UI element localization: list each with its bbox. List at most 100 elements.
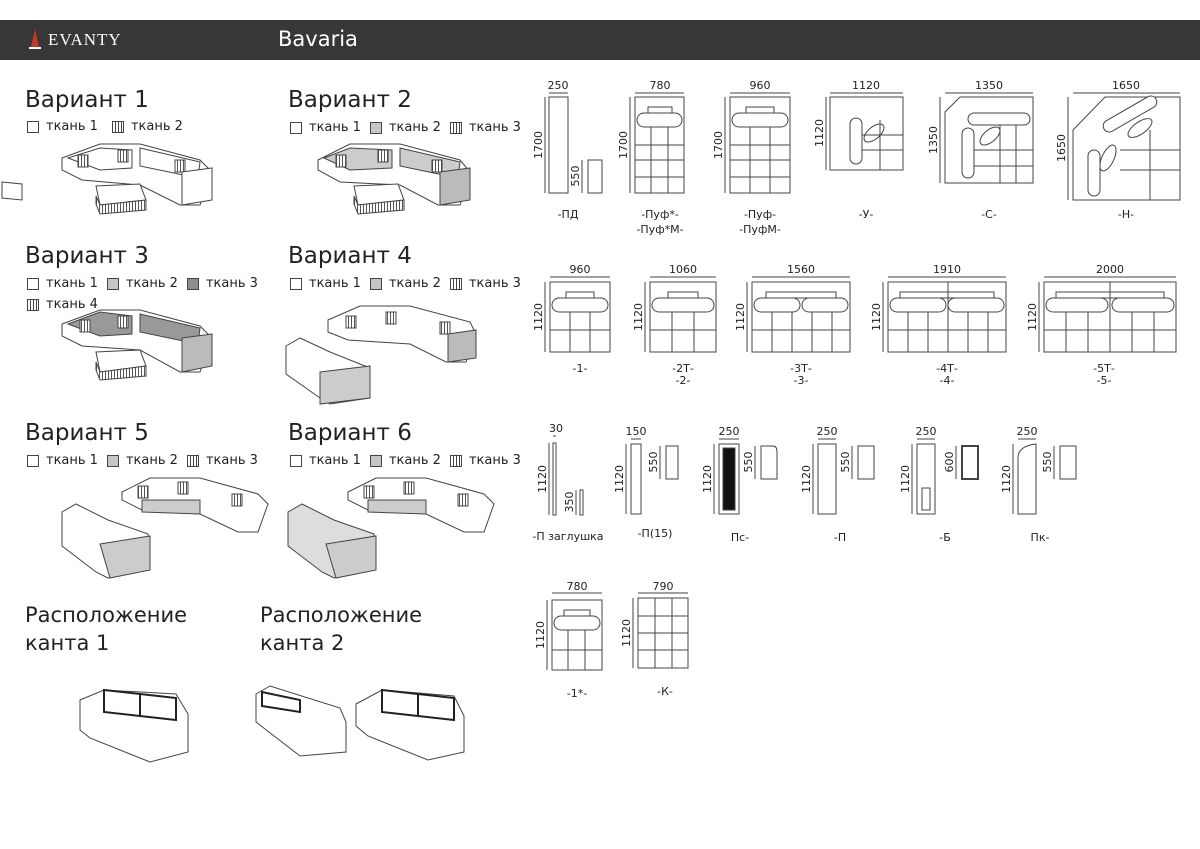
- dim-height: 1650: [1055, 134, 1068, 162]
- module-name: -ПД: [558, 208, 579, 221]
- dim-height: 1120: [532, 303, 545, 331]
- kant-2-sofa-b: [355, 688, 465, 761]
- variant-6-sofa: [287, 477, 495, 579]
- variant-1-sofa: [61, 143, 213, 215]
- module-puf: [724, 92, 791, 194]
- dim-width: 960: [570, 263, 591, 276]
- kant-1-sofa: [79, 688, 189, 763]
- variant-5-title: Вариант 5: [25, 420, 149, 446]
- dim-width: 2000: [1096, 263, 1124, 276]
- dim-height: 550: [742, 452, 755, 473]
- variant-5-sofa: [61, 477, 269, 579]
- dim-height: 550: [569, 166, 582, 187]
- module-name: -Н-: [1118, 208, 1134, 221]
- fabric-label: ткань 1: [46, 276, 98, 291]
- module-1-star: [546, 592, 603, 671]
- module-s: [939, 92, 1034, 184]
- fabric-label: ткань 2: [130, 119, 183, 134]
- module-name: -4Т-: [936, 362, 958, 375]
- variant-3-legend-row1: ткань 1 ткань 2 ткань 3: [27, 276, 258, 291]
- fabric-label: ткань 2: [388, 276, 441, 291]
- kant-1-title: Расположение канта 1: [25, 601, 187, 657]
- module-p: [812, 438, 875, 515]
- module-name: -2-: [676, 374, 691, 387]
- variant-3-title: Вариант 3: [25, 243, 149, 269]
- module-name: -П заглушка: [532, 530, 603, 543]
- kant-2-sofa-a: [255, 685, 347, 757]
- dim-height: 1700: [617, 131, 630, 159]
- module-labels: 250 780 960 1120 1350 1650 1700 550 1700…: [532, 79, 1140, 700]
- variant-5-legend: ткань 1 ткань 2 ткань 3: [27, 453, 258, 468]
- module-name: -Пуф-: [744, 208, 776, 221]
- dim-height: 1120: [813, 119, 826, 147]
- dim-width: 1560: [787, 263, 815, 276]
- fabric-swatch-grey: [106, 277, 119, 290]
- fabric-swatch-white: [27, 277, 39, 290]
- fabric-label: ткань 2: [125, 453, 178, 468]
- dim-height: 550: [647, 452, 660, 473]
- fabric-label: ткань 4: [46, 297, 98, 312]
- module-name: -2Т-: [672, 362, 694, 375]
- dim-width: 1060: [669, 263, 697, 276]
- module-name: -1-: [573, 362, 588, 375]
- fabric-swatch-striped: [449, 121, 462, 134]
- dim-width: 250: [817, 425, 838, 438]
- dim-width: 1910: [933, 263, 961, 276]
- fabric-label: ткань 3: [205, 453, 258, 468]
- module-puf-star: [629, 92, 685, 194]
- variant-6-title: Вариант 6: [288, 420, 412, 446]
- dim-height: 550: [839, 452, 852, 473]
- fabric-swatch-white: [290, 121, 302, 134]
- dim-height: 1120: [800, 465, 813, 493]
- variant-3-sofa: [61, 309, 213, 381]
- dim-width: 250: [719, 425, 740, 438]
- dim-width: 960: [750, 79, 771, 92]
- variant-2-legend: ткань 1 ткань 2 ткань 3: [290, 120, 521, 135]
- kant-2-title: Расположение канта 2: [260, 601, 422, 657]
- variant-4-title: Вариант 4: [288, 243, 412, 269]
- module-name: -П(15): [638, 527, 673, 540]
- dim-width: 30: [549, 422, 563, 435]
- fabric-label: ткань 3: [205, 276, 258, 291]
- fabric-label: ткань 3: [468, 453, 521, 468]
- dim-width: 780: [650, 79, 671, 92]
- module-n: [1067, 92, 1181, 201]
- module-u: [825, 92, 904, 171]
- module-b: [911, 438, 979, 515]
- fabric-swatch-white: [27, 454, 39, 467]
- variant-1-legend: ткань 1 ткань 2: [27, 119, 183, 134]
- module-2: [644, 276, 717, 353]
- fabric-swatch-striped: [27, 298, 39, 311]
- kant-1-line1: Расположение: [25, 603, 188, 627]
- module-name: -Б: [939, 531, 951, 544]
- fabric-swatch-striped: [449, 277, 462, 290]
- dim-width: 250: [916, 425, 937, 438]
- dim-width: 150: [626, 425, 647, 438]
- module-name: -3-: [794, 374, 809, 387]
- fabric-label: ткань 1: [46, 119, 98, 134]
- dim-width: 250: [1017, 425, 1038, 438]
- module-name: -3Т-: [790, 362, 812, 375]
- dim-width: 1120: [852, 79, 880, 92]
- variant-4-legend: ткань 1 ткань 2 ткань 3: [290, 276, 521, 291]
- dim-height: 1120: [899, 465, 912, 493]
- dim-height: 600: [943, 452, 956, 473]
- module-5: [1038, 276, 1177, 353]
- kant-2-line1: Расположение: [260, 603, 423, 627]
- dim-height: 1120: [613, 465, 626, 493]
- module-name: -ПуфМ-: [739, 223, 781, 236]
- variant-3-legend-row2: ткань 4: [27, 297, 98, 312]
- module-p-zaglushka: [548, 435, 584, 516]
- page-title: Bavaria: [278, 27, 358, 51]
- brand-name: EVANTY: [48, 30, 122, 49]
- dim-width: 1650: [1112, 79, 1140, 92]
- module-name: Пк-: [1031, 531, 1050, 544]
- kant-2-line2: канта 2: [260, 631, 345, 655]
- tower-icon: [29, 29, 41, 49]
- dim-height: 1120: [1026, 303, 1039, 331]
- dim-height: 1120: [536, 465, 549, 493]
- cushion-icon: [1, 181, 23, 201]
- module-1: [544, 276, 611, 353]
- header-bar: EVANTY Bavaria: [0, 20, 1200, 60]
